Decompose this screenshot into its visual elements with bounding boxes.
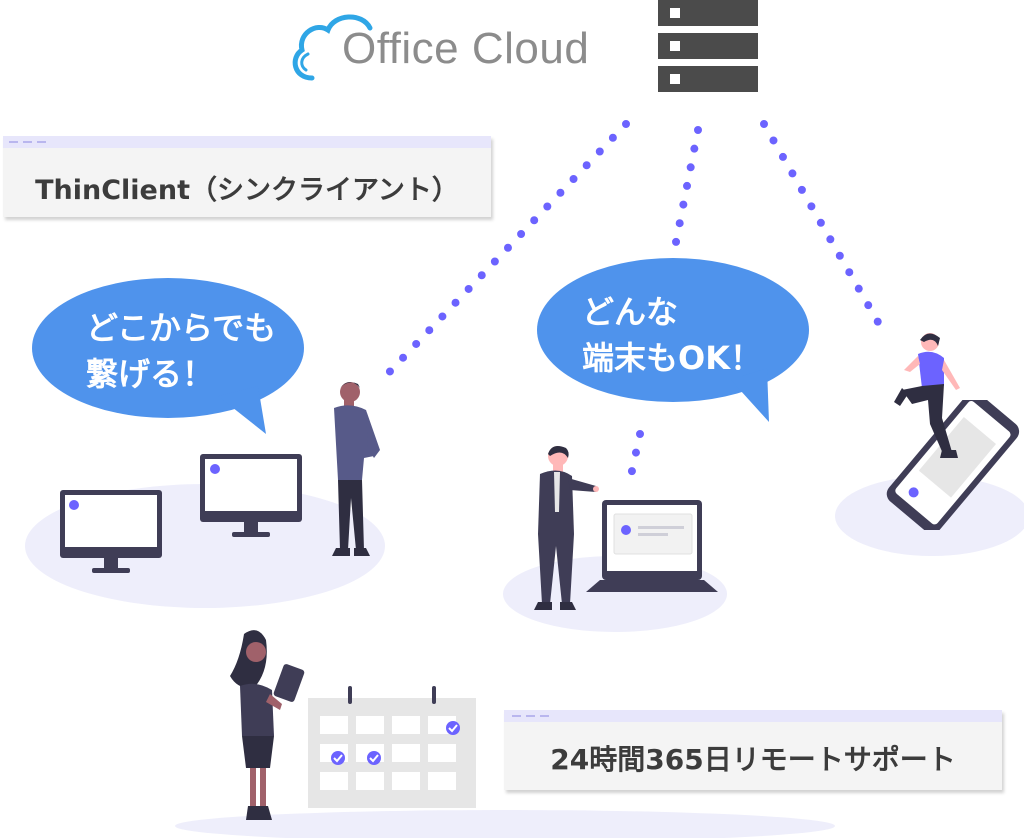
smartphone-icon (886, 400, 1020, 530)
person-woman-bottom (230, 630, 305, 820)
thinclient-label: ThinClient（シンクライアント） (35, 175, 459, 206)
connection-line-center-low (626, 430, 644, 484)
speech-bubble-left (32, 278, 304, 434)
floor-bottom (175, 810, 835, 838)
server-icon (658, 0, 758, 92)
bubble-left-line2: 繋げる！ (86, 355, 215, 393)
cloud-icon (292, 14, 373, 81)
speech-bubble-right (537, 258, 809, 422)
person-woman-right (894, 333, 960, 458)
logo-text: Office Cloud (342, 24, 590, 73)
monitor-icon (200, 454, 302, 537)
connection-line-right (760, 120, 890, 340)
person-man-left (332, 382, 380, 556)
window-titlebar (3, 136, 491, 148)
monitor-icon (60, 490, 162, 573)
bubble-right-line1: どんな (582, 293, 679, 331)
calendar-icon (308, 686, 476, 808)
bubble-right-line2: 端末もOK！ (582, 339, 763, 377)
connection-line-center (672, 126, 702, 246)
laptop-icon (586, 500, 718, 592)
support-label-box: 24時間365日リモートサポート (504, 710, 1002, 790)
person-man-center (534, 446, 599, 610)
connection-line-left (374, 120, 630, 388)
bubble-left-line1: どこからでも (86, 309, 277, 347)
thinclient-label-box: ThinClient（シンクライアント） (3, 136, 491, 217)
window-titlebar (504, 710, 1002, 722)
support-label: 24時間365日リモートサポート (550, 743, 956, 776)
